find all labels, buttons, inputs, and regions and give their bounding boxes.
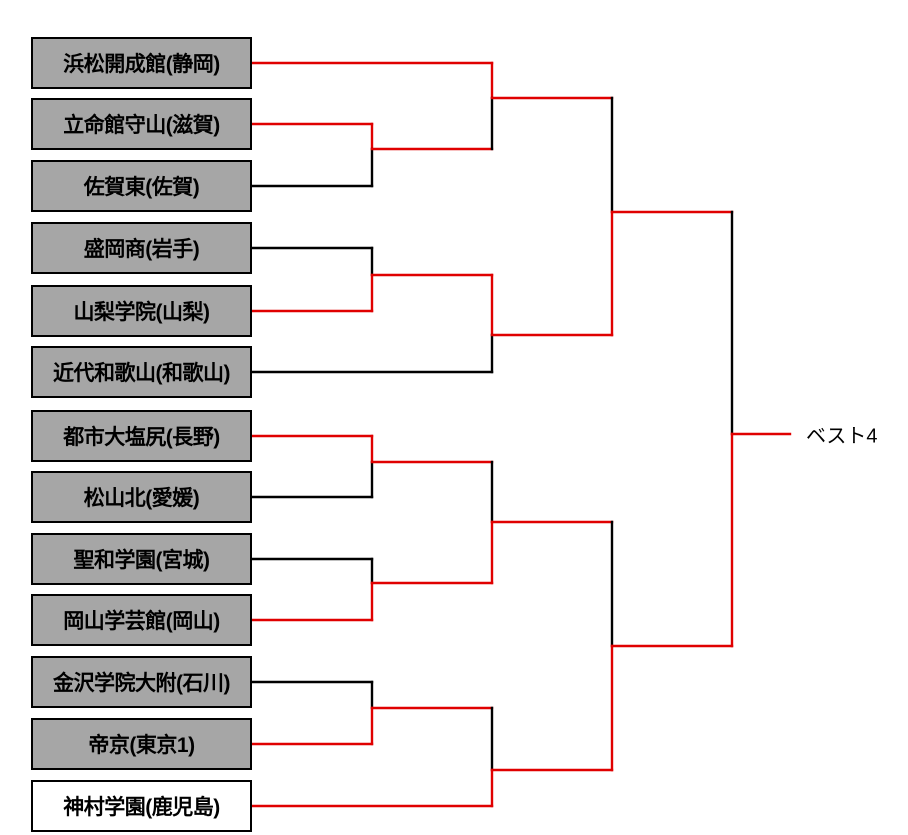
round2-match2-connector <box>490 273 614 374</box>
round1-match2-connector <box>370 246 494 313</box>
round2-match1-connector <box>490 61 614 151</box>
entry-lines <box>250 61 494 808</box>
team-name: 浜松開成館(静岡) <box>63 53 220 76</box>
team-box: 立命館守山(滋賀) <box>31 98 252 150</box>
team-name: 帝京(東京1) <box>88 734 195 757</box>
team-name: 金沢学院大附(石川) <box>53 672 231 695</box>
team-name: 聖和学園(宮城) <box>73 549 211 572</box>
team-box: 聖和学園(宮城) <box>31 533 252 585</box>
team-box: 佐賀東(佐賀) <box>31 160 252 212</box>
team-name: 山梨学院(山梨) <box>73 301 211 324</box>
team-name: 立命館守山(滋賀) <box>63 114 220 137</box>
team-name: 神村学園(鹿児島) <box>63 796 220 819</box>
round2-match4-connector <box>490 706 614 808</box>
round2-match3-connector <box>490 460 614 585</box>
team-box: 帝京(東京1) <box>31 718 252 770</box>
team-box: 松山北(愛媛) <box>31 471 252 523</box>
team-box: 神村学園(鹿児島) <box>31 780 252 832</box>
round3-match1-connector <box>610 96 734 337</box>
team-name: 佐賀東(佐賀) <box>83 176 200 199</box>
round3-match2-connector <box>610 520 734 772</box>
team-box: 都市大塩尻(長野) <box>31 410 252 462</box>
team-name: 都市大塩尻(長野) <box>63 426 220 449</box>
final-connector <box>730 210 792 648</box>
team-box: 浜松開成館(静岡) <box>31 37 252 89</box>
round1-match1-connector <box>370 122 494 188</box>
team-box: 盛岡商(岩手) <box>31 222 252 274</box>
team-box: 近代和歌山(和歌山) <box>31 346 252 398</box>
best4-label: ベスト4 <box>806 425 878 448</box>
team-name: 松山北(愛媛) <box>83 487 200 510</box>
team-box: 金沢学院大附(石川) <box>31 656 252 708</box>
team-name: 盛岡商(岩手) <box>83 238 200 261</box>
team-name: 近代和歌山(和歌山) <box>53 362 231 385</box>
team-name: 岡山学芸館(岡山) <box>63 610 220 633</box>
round1-match4-connector <box>370 557 494 622</box>
team-box: 山梨学院(山梨) <box>31 285 252 337</box>
team-box: 岡山学芸館(岡山) <box>31 594 252 646</box>
round1-match3-connector <box>370 434 494 499</box>
round1-match5-connector <box>370 680 494 746</box>
